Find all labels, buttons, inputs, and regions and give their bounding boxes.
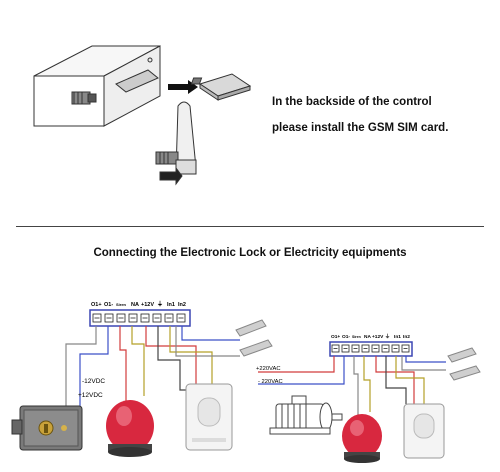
electronic-lock-icon bbox=[11, 405, 83, 451]
gsm-antenna-icon bbox=[155, 101, 197, 186]
terminal-label-left-ground: ⏚ bbox=[157, 301, 163, 308]
control-box-back bbox=[33, 45, 161, 127]
terminal-label-right-in2: In2 bbox=[403, 334, 410, 340]
arrow-right-icon bbox=[168, 80, 198, 94]
voltage-label-neg220vac: - 220VAC bbox=[258, 379, 283, 385]
antenna-connector bbox=[71, 91, 97, 105]
pir-detector-left-icon bbox=[185, 383, 233, 451]
terminal-label-left-12v: +12V bbox=[141, 302, 154, 308]
siren-right-icon bbox=[342, 414, 382, 463]
section-divider bbox=[16, 226, 484, 227]
siren-left-icon bbox=[106, 400, 154, 457]
voltage-label-pos12vdc: +12VDC bbox=[78, 392, 103, 399]
terminal-label-right-siren: Siren bbox=[352, 335, 361, 339]
sim-card-icon bbox=[190, 73, 252, 101]
voltage-label-neg12vdc: -12VDC bbox=[82, 378, 105, 385]
wiring-section-title: Connecting the Electronic Lock or Electr… bbox=[93, 247, 407, 259]
install-caption-line2: please install the GSM SIM card. bbox=[272, 122, 449, 134]
terminal-block-left bbox=[89, 309, 191, 327]
install-caption-line1: In the backside of the control bbox=[272, 96, 432, 108]
voltage-label-pos220vac: +220VAC bbox=[256, 366, 281, 372]
terminal-label-left-in1: In1 bbox=[167, 302, 175, 308]
wires-right bbox=[258, 356, 446, 416]
terminal-label-right-o1minus: O1- bbox=[342, 334, 350, 340]
terminal-label-left-in2: In2 bbox=[178, 302, 186, 308]
terminal-label-left-o1minus: O1- bbox=[104, 302, 113, 308]
terminal-label-right-o1plus: O1+ bbox=[331, 334, 340, 340]
terminal-label-right-ground: ⏚ bbox=[385, 333, 390, 340]
pir-detector-right-icon bbox=[403, 403, 445, 459]
terminal-label-left-na: NA bbox=[131, 302, 139, 308]
terminal-label-right-na: NA bbox=[364, 334, 371, 340]
electric-motor-icon bbox=[269, 395, 343, 435]
door-contact-left-icon bbox=[235, 319, 273, 357]
terminal-label-left-siren: Siren bbox=[116, 302, 127, 307]
terminal-block-right bbox=[329, 341, 413, 357]
terminal-label-right-12v: +12V bbox=[372, 334, 384, 340]
door-contact-right-icon bbox=[447, 347, 481, 381]
terminal-label-left-o1plus: O1+ bbox=[91, 302, 102, 308]
terminal-label-right-in1: In1 bbox=[394, 334, 401, 340]
